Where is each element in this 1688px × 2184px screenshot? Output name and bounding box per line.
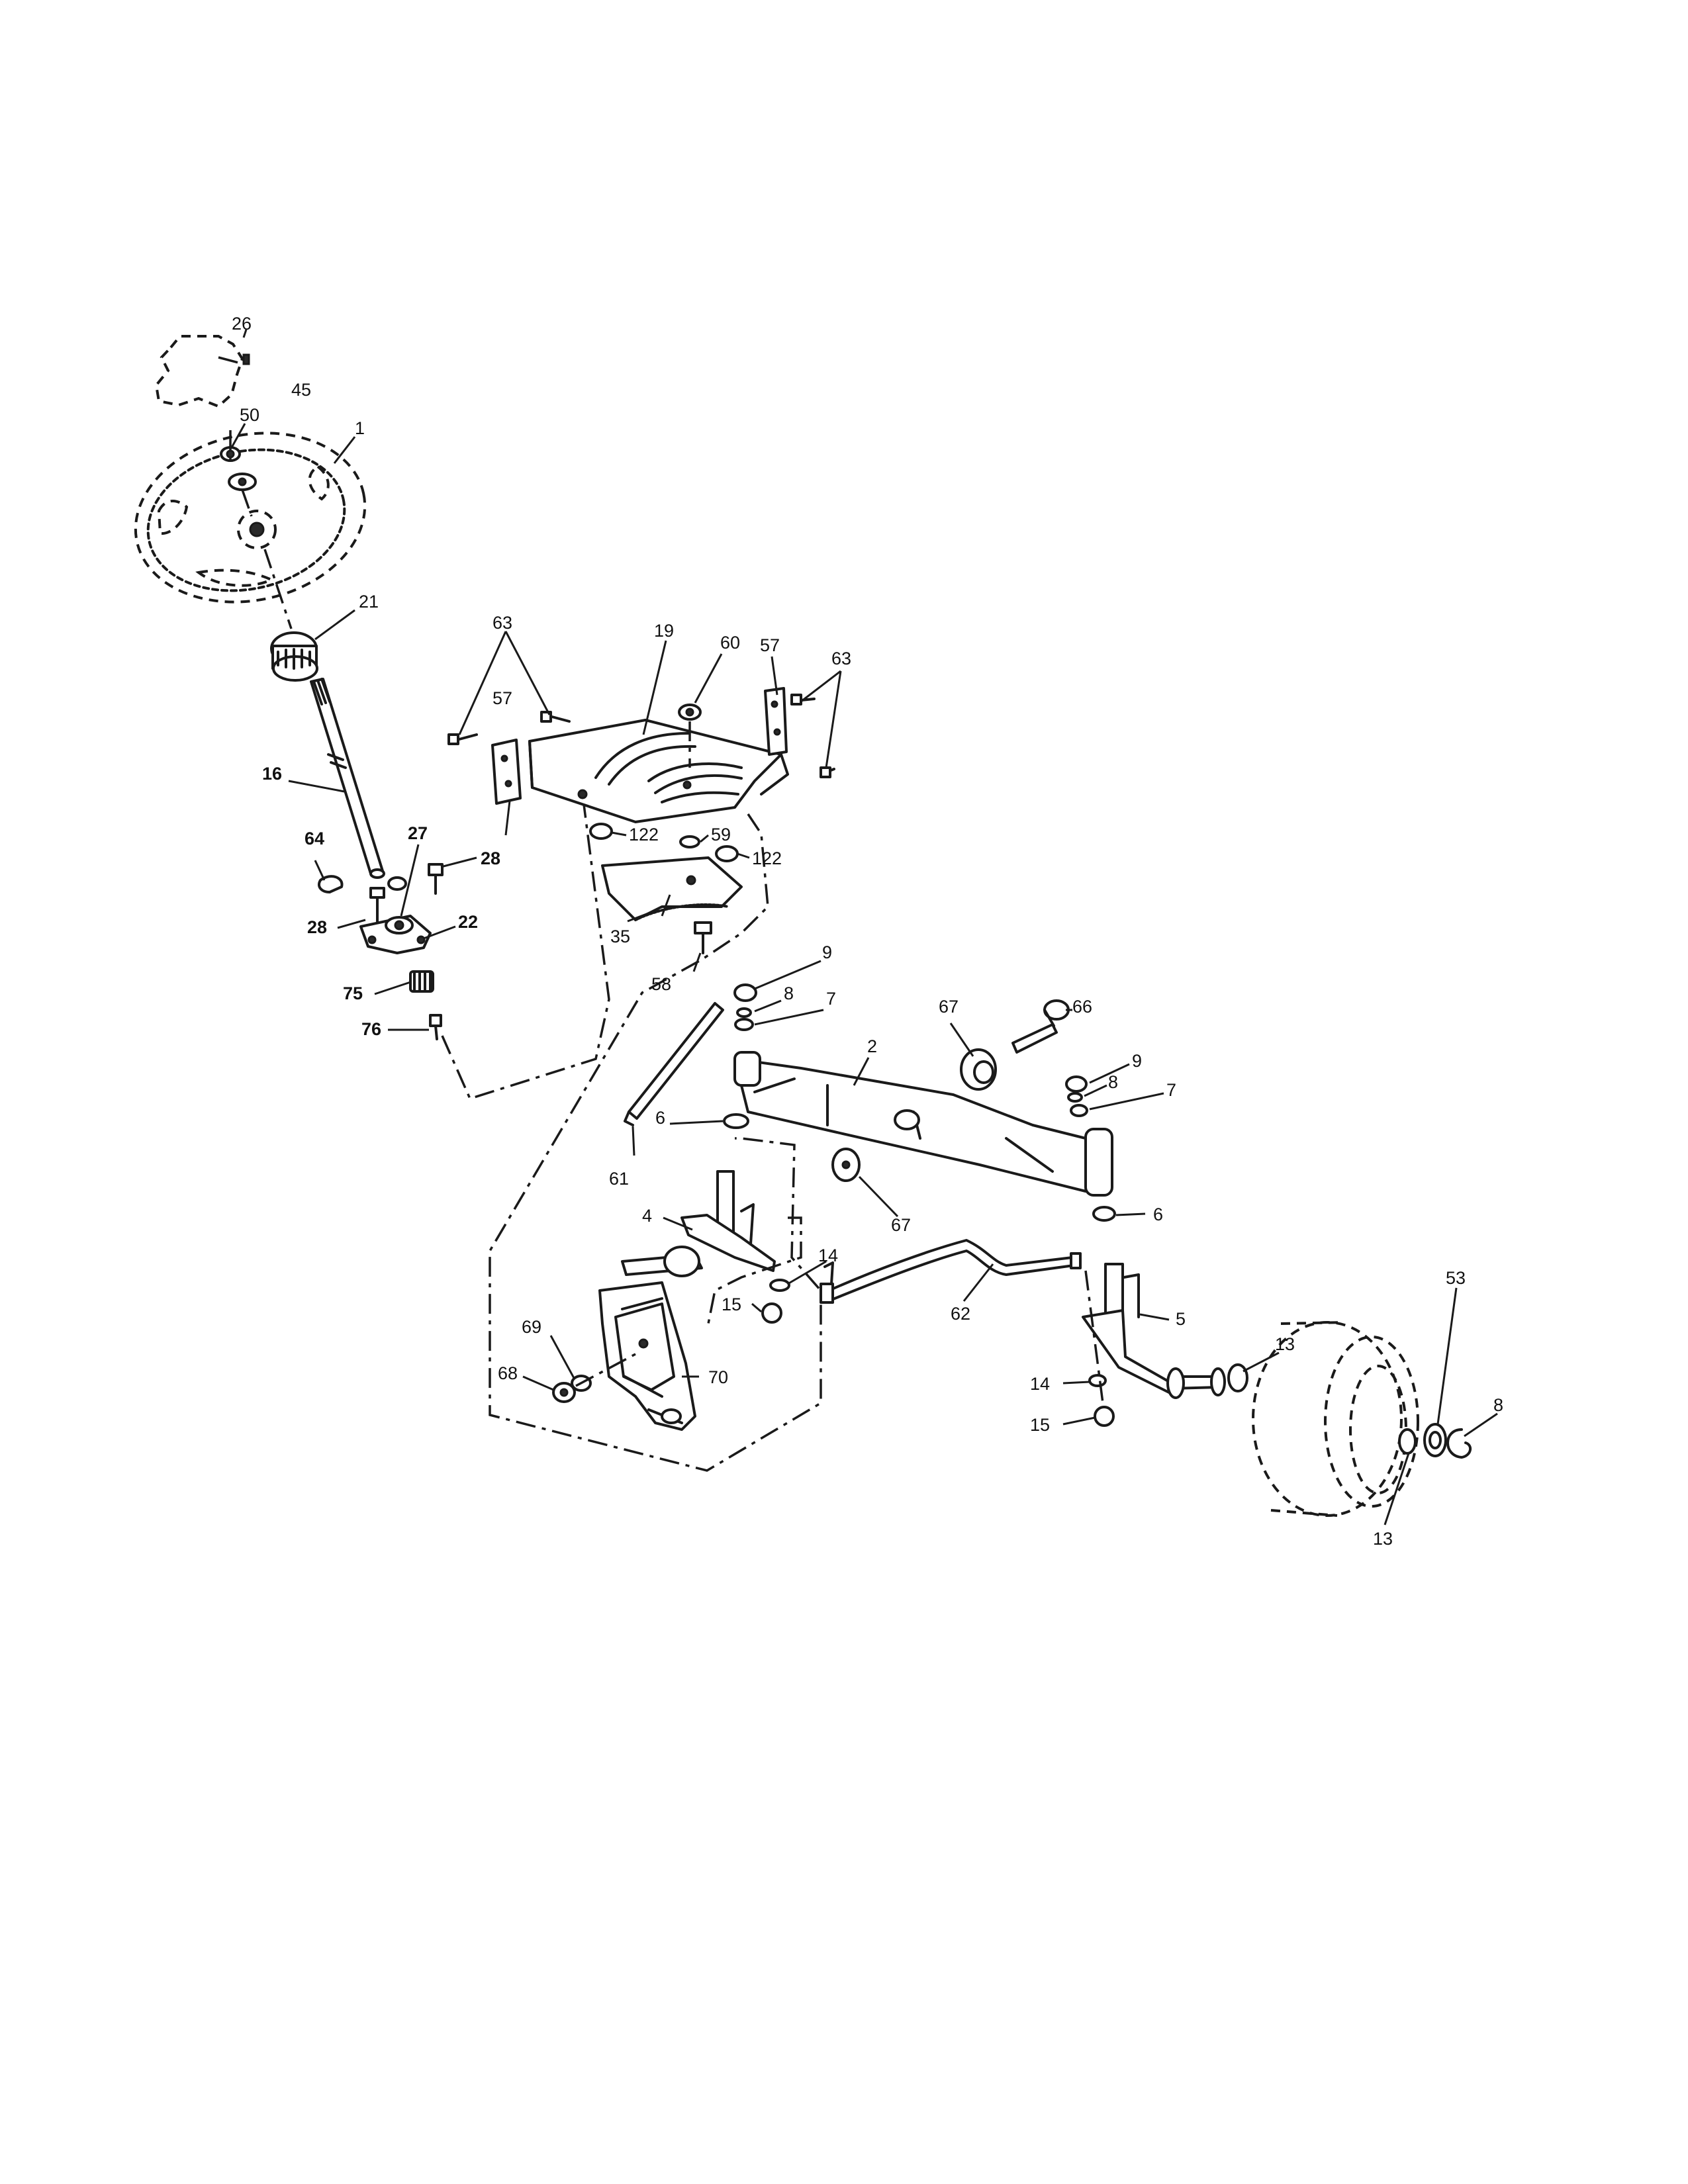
callout-75: 75 bbox=[343, 983, 363, 1003]
callout-13-bottom: 13 bbox=[1373, 1529, 1393, 1549]
front-axle bbox=[733, 1051, 1113, 1197]
callout-21: 21 bbox=[359, 592, 379, 612]
clip-64 bbox=[317, 875, 344, 893]
reinforcement-plate-57-left bbox=[491, 739, 522, 805]
callout-15-right: 15 bbox=[1030, 1415, 1050, 1435]
callout-16: 16 bbox=[262, 764, 282, 784]
pivot-bolt-66 bbox=[1011, 999, 1070, 1054]
bushings-122 bbox=[589, 823, 739, 862]
callout-6-left: 6 bbox=[655, 1108, 665, 1128]
callout-9-right: 9 bbox=[1132, 1051, 1142, 1071]
callout-69: 69 bbox=[522, 1317, 541, 1337]
drag-link-61 bbox=[624, 1002, 724, 1126]
callout-59: 59 bbox=[711, 825, 731, 844]
cap-53 bbox=[1423, 1423, 1447, 1457]
callout-15-left: 15 bbox=[722, 1295, 741, 1314]
washer-14-left bbox=[769, 1279, 790, 1292]
sector-gear bbox=[601, 856, 743, 921]
callout-62: 62 bbox=[951, 1304, 970, 1324]
steering-adapter bbox=[270, 631, 318, 682]
callout-67-top: 67 bbox=[939, 997, 959, 1017]
callout-63-right: 63 bbox=[831, 649, 851, 668]
callout-122-left: 122 bbox=[629, 825, 659, 844]
callout-14-left: 14 bbox=[818, 1246, 838, 1265]
callout-8-wheel: 8 bbox=[1493, 1395, 1503, 1415]
callout-6-right: 6 bbox=[1153, 1205, 1163, 1224]
pinion-gear bbox=[409, 970, 434, 993]
washer-13-outer bbox=[1398, 1428, 1417, 1455]
callout-7-left: 7 bbox=[826, 989, 836, 1009]
washer-7-left bbox=[734, 1018, 754, 1031]
ring-8-left bbox=[736, 1007, 752, 1018]
nut-68 bbox=[552, 1382, 576, 1403]
steering-bolts bbox=[369, 863, 444, 923]
steering-flange-assembly bbox=[359, 876, 432, 954]
washer-7-right bbox=[1070, 1104, 1088, 1117]
callout-70: 70 bbox=[708, 1367, 728, 1387]
steering-wheel-cap bbox=[154, 335, 250, 408]
callout-122-right: 122 bbox=[752, 848, 782, 868]
bracket-70 bbox=[598, 1281, 696, 1431]
spacer-67-top bbox=[960, 1048, 997, 1091]
callout-19: 19 bbox=[654, 621, 674, 641]
washer-13-inner bbox=[1227, 1363, 1248, 1392]
callout-68: 68 bbox=[498, 1363, 518, 1383]
callout-64: 64 bbox=[305, 829, 324, 848]
spindle-right-5 bbox=[1082, 1263, 1226, 1399]
callout-8-left: 8 bbox=[784, 983, 794, 1003]
callout-1: 1 bbox=[355, 418, 365, 438]
callout-27: 27 bbox=[408, 823, 428, 843]
callout-5: 5 bbox=[1176, 1309, 1186, 1329]
callout-66: 66 bbox=[1072, 997, 1092, 1017]
tie-rod-62 bbox=[820, 1239, 1082, 1304]
callout-7-right: 7 bbox=[1166, 1080, 1176, 1100]
nut-60 bbox=[678, 704, 702, 721]
callout-28-left: 28 bbox=[307, 917, 327, 937]
callout-8-right: 8 bbox=[1108, 1072, 1118, 1092]
retainer-8 bbox=[1446, 1428, 1472, 1459]
bolts-63 bbox=[447, 694, 835, 778]
bolt-58 bbox=[694, 921, 712, 954]
callout-58: 58 bbox=[651, 974, 671, 994]
callout-22: 22 bbox=[458, 912, 478, 932]
callout-60: 60 bbox=[720, 633, 740, 653]
callout-2: 2 bbox=[867, 1036, 877, 1056]
callout-76: 76 bbox=[361, 1019, 381, 1039]
leader-lines bbox=[230, 329, 1498, 1525]
steering-shaft bbox=[310, 678, 385, 879]
reinforcement-plate-57-right bbox=[764, 687, 788, 756]
callout-26: 26 bbox=[232, 314, 252, 334]
steering-support-bracket bbox=[528, 719, 789, 823]
washer-59 bbox=[679, 835, 700, 848]
callout-67-bottom: 67 bbox=[891, 1215, 911, 1235]
washer-14-right bbox=[1088, 1374, 1107, 1387]
callout-35: 35 bbox=[610, 927, 630, 946]
callout-14-right: 14 bbox=[1030, 1374, 1050, 1394]
cap-9-left bbox=[733, 983, 757, 1002]
callout-53: 53 bbox=[1446, 1268, 1466, 1288]
pinion-bolt bbox=[429, 1014, 442, 1040]
callout-45: 45 bbox=[291, 380, 311, 400]
callout-57-left: 57 bbox=[492, 688, 512, 708]
nut-15-right bbox=[1094, 1406, 1115, 1427]
cap-9-right bbox=[1065, 1075, 1088, 1093]
nut-15-left bbox=[761, 1302, 782, 1324]
washer-6-right bbox=[1092, 1206, 1116, 1222]
callout-50: 50 bbox=[240, 405, 259, 425]
ring-8-right bbox=[1067, 1092, 1083, 1103]
steering-wheel bbox=[134, 432, 367, 604]
callout-4: 4 bbox=[642, 1206, 652, 1226]
callout-61: 61 bbox=[609, 1169, 629, 1189]
callout-28-right: 28 bbox=[481, 848, 500, 868]
spacer-67-bottom bbox=[831, 1148, 861, 1182]
spindle-left-4 bbox=[621, 1170, 776, 1277]
callout-57-right: 57 bbox=[760, 635, 780, 655]
washer-6-left bbox=[723, 1113, 749, 1129]
callout-63-left: 63 bbox=[492, 613, 512, 633]
callout-13-top: 13 bbox=[1275, 1334, 1295, 1354]
callout-9-left: 9 bbox=[822, 942, 832, 962]
